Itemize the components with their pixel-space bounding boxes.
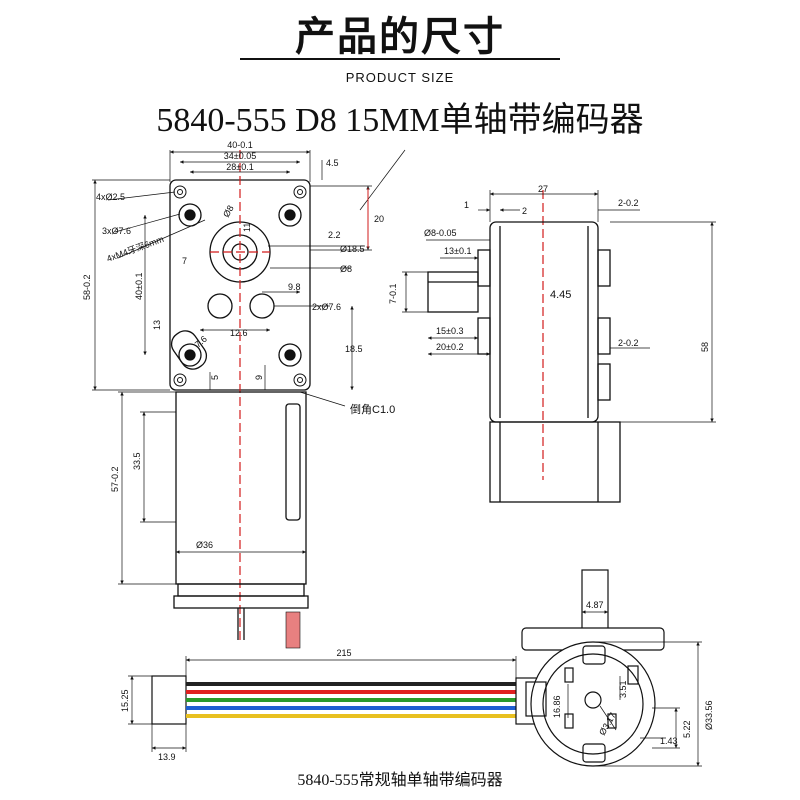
dim-2-0.2-bottom: 2-0.2 [618, 338, 639, 348]
dim-34: 34±0.05 [224, 151, 256, 161]
dim-9: 9 [254, 375, 264, 380]
dim-9.8: 9.8 [288, 282, 301, 292]
encoder-view [521, 569, 665, 767]
dim-40: 40±0.1 [134, 273, 144, 300]
cable-dimension-lines [128, 656, 517, 752]
dim-2-top: 2 [522, 206, 527, 216]
dim-58: 58 [700, 342, 710, 352]
dim-28: 28±0.1 [226, 162, 253, 172]
dim-2.2: 2.2 [328, 230, 341, 240]
motor-body [173, 391, 309, 640]
centerlines [210, 150, 544, 640]
bottom-caption: 5840-555常规轴单轴带编码器 [297, 772, 503, 789]
side-view-labels: 1 27 2 2-0.2 Ø8-0.05 13±0.1 7-0.1 4.45 1… [388, 184, 710, 352]
dim-16.86: 16.86 [552, 695, 562, 718]
dim-2-0.2-top: 2-0.2 [618, 198, 639, 208]
cable-view [151, 675, 547, 725]
front-view-dimension-lines [92, 149, 406, 407]
dim-40-0.1: 40-0.1 [227, 140, 253, 150]
dim-27: 27 [538, 184, 548, 194]
dim-d8-0.05: Ø8-0.05 [424, 228, 457, 238]
dim-3.51: 3.51 [618, 680, 628, 698]
encoder-dimension-lines [567, 610, 702, 767]
dim-13.9: 13.9 [158, 752, 176, 762]
dim-13: 13±0.1 [444, 246, 471, 256]
dim-4xm4: 4xM4牙深6mm [105, 234, 165, 264]
dim-13: 13 [152, 320, 162, 330]
dim-15: 15±0.3 [436, 326, 463, 336]
title-underline [240, 58, 560, 60]
dim-3xd7.6: 3xØ7.6 [102, 226, 131, 236]
front-view-labels: 40-0.1 34±0.05 28±0.1 4.5 20 2.2 Ø18.5 Ø… [82, 140, 395, 416]
dim-12.6: 12.6 [230, 328, 248, 338]
dim-d33.56: Ø33.56 [704, 700, 714, 730]
motor-dimension-lines [118, 391, 306, 585]
dim-15.25: 15.25 [120, 689, 130, 712]
side-view [427, 221, 621, 503]
motor-lead-wire [285, 611, 301, 649]
dim-58-0.2: 58-0.2 [82, 274, 92, 300]
dim-5.22: 5.22 [682, 720, 692, 738]
dim-57-0.2: 57-0.2 [110, 466, 120, 492]
dim-7-0.1: 7-0.1 [388, 283, 398, 304]
motor-labels: 33.5 57-0.2 Ø36 [110, 452, 213, 550]
dim-1.43: 1.43 [660, 736, 678, 746]
dim-4xd2.5: 4xØ2.5 [96, 192, 125, 202]
dim-20: 20 [374, 214, 384, 224]
dim-d8-right: Ø8 [340, 264, 352, 274]
side-view-dimension-lines [402, 190, 716, 423]
dim-d36: Ø36 [196, 540, 213, 550]
dim-4.5: 4.5 [326, 158, 339, 168]
dim-33.5: 33.5 [132, 452, 142, 470]
dim-5: 5 [210, 375, 220, 380]
dim-d8-left: Ø8 [221, 204, 236, 219]
dim-1: 1 [464, 200, 469, 210]
dim-11: 11 [242, 223, 252, 232]
dim-215: 215 [336, 648, 351, 658]
cable-labels: 215 15.25 13.9 [120, 648, 352, 762]
model-heading: 5840-555 D8 15MM单轴带编码器 [156, 102, 644, 139]
dim-d18.5: Ø18.5 [340, 244, 365, 254]
page-subtitle: PRODUCT SIZE [345, 70, 455, 85]
dim-18.5: 18.5 [345, 344, 363, 354]
dim-4.87: 4.87 [586, 600, 604, 610]
dim-4.45: 4.45 [550, 289, 571, 301]
chamfer-label: 倒角C1.0 [350, 403, 395, 416]
dim-2xd7.6: 2xØ7.6 [312, 302, 341, 312]
dim-20: 20±0.2 [436, 342, 463, 352]
page-title: 产品的尺寸 [295, 14, 505, 60]
dim-7: 7 [182, 256, 187, 266]
